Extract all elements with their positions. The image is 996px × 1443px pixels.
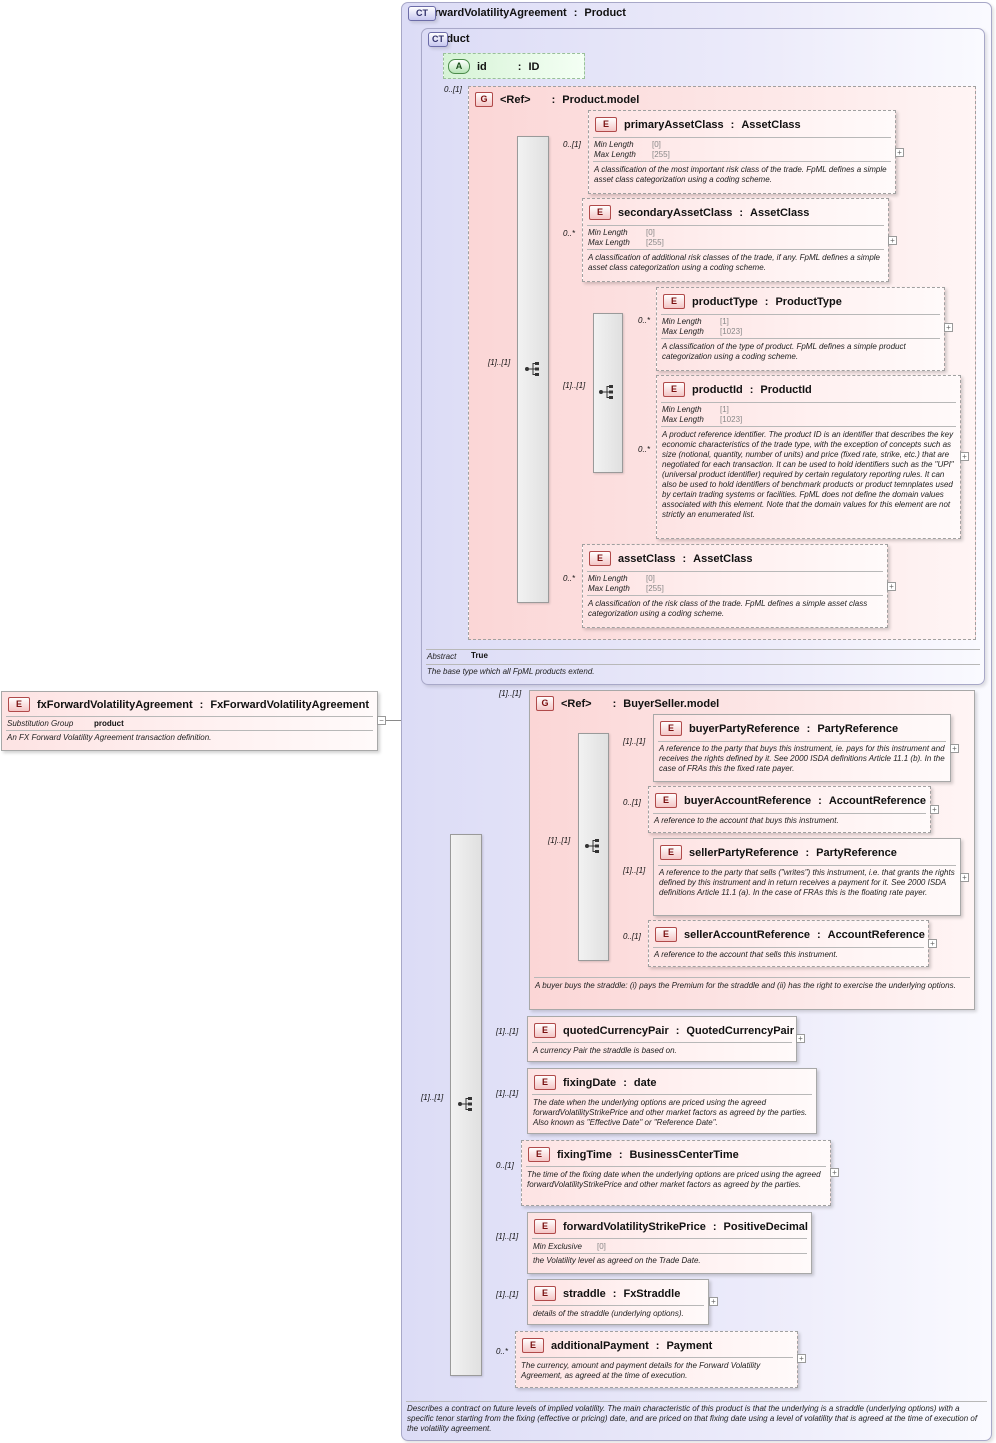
- element-icon: E: [655, 927, 677, 942]
- element-icon: E: [660, 845, 682, 860]
- expand-icon[interactable]: +: [960, 452, 969, 461]
- complex-type-icon: CT: [408, 5, 436, 21]
- complex-type-name: FxForwardVolatilityAgreement: [408, 7, 567, 19]
- element-icon: E: [534, 1219, 556, 1234]
- substitution-group-value: product: [94, 719, 124, 728]
- element-type: FxForwardVolatilityAgreement: [210, 698, 370, 711]
- cardinality: 0..[1]: [444, 85, 462, 94]
- group-type: BuyerSeller.model: [623, 697, 720, 710]
- element-icon: E: [589, 205, 611, 220]
- sequence-bar: [593, 313, 623, 473]
- root-element-fxForwardVolatilityAgreement[interactable]: E fxForwardVolatilityAgreement : FxForwa…: [1, 691, 378, 751]
- attribute-type: ID: [528, 60, 540, 73]
- complex-type-doc: Describes a contract on future levels of…: [407, 1404, 978, 1433]
- expand-icon[interactable]: +: [888, 236, 897, 245]
- attribute-name: id: [477, 60, 487, 73]
- expand-icon[interactable]: +: [930, 805, 939, 814]
- element-icon: E: [534, 1023, 556, 1038]
- group-type: Product.model: [562, 93, 640, 106]
- sequence-icon: [524, 361, 542, 377]
- expand-icon[interactable]: +: [830, 1168, 839, 1177]
- abstract-label: Abstract: [427, 652, 457, 661]
- group-icon: G: [475, 92, 493, 107]
- sequence-icon: [598, 384, 616, 400]
- element-icon: E: [522, 1338, 544, 1353]
- expand-icon[interactable]: +: [960, 873, 969, 882]
- complex-type-base: Product: [584, 7, 626, 19]
- expand-icon[interactable]: +: [796, 1034, 805, 1043]
- expand-icon[interactable]: +: [797, 1354, 806, 1363]
- element-icon: E: [663, 382, 685, 397]
- element-icon: E: [534, 1286, 556, 1301]
- sequence-icon: [584, 838, 602, 854]
- cardinality: [1]..[1]: [488, 358, 511, 367]
- sequence-icon: [457, 1096, 475, 1112]
- substitution-group-label: Substitution Group: [7, 719, 74, 728]
- group-icon: G: [536, 696, 554, 711]
- expand-icon[interactable]: +: [887, 582, 896, 591]
- complex-type-icon: CT: [428, 31, 448, 47]
- element-doc: An FX Forward Volatility Agreement trans…: [7, 733, 212, 742]
- element-icon: E: [8, 697, 30, 712]
- element-icon: E: [589, 551, 611, 566]
- element-icon: E: [660, 721, 682, 736]
- element-icon: E: [663, 294, 685, 309]
- expand-icon[interactable]: +: [950, 744, 959, 753]
- element-icon: E: [595, 117, 617, 132]
- expand-icon[interactable]: +: [895, 148, 904, 157]
- group-ref: <Ref>: [561, 697, 592, 710]
- element-name: fxForwardVolatilityAgreement: [37, 698, 193, 711]
- complex-type-doc: The base type which all FpML products ex…: [427, 667, 595, 676]
- cardinality: [1]..[1]: [421, 1093, 444, 1102]
- collapse-icon[interactable]: −: [377, 716, 386, 725]
- attribute-id[interactable]: A id : ID: [443, 53, 585, 79]
- expand-icon[interactable]: +: [928, 939, 937, 948]
- group-ref: <Ref>: [500, 93, 531, 106]
- expand-icon[interactable]: +: [944, 323, 953, 332]
- element-icon: E: [655, 793, 677, 808]
- element-icon: E: [534, 1075, 556, 1090]
- element-icon: E: [528, 1147, 550, 1162]
- attribute-icon: A: [448, 59, 470, 74]
- abstract-value: True: [471, 651, 488, 660]
- expand-icon[interactable]: +: [709, 1297, 718, 1306]
